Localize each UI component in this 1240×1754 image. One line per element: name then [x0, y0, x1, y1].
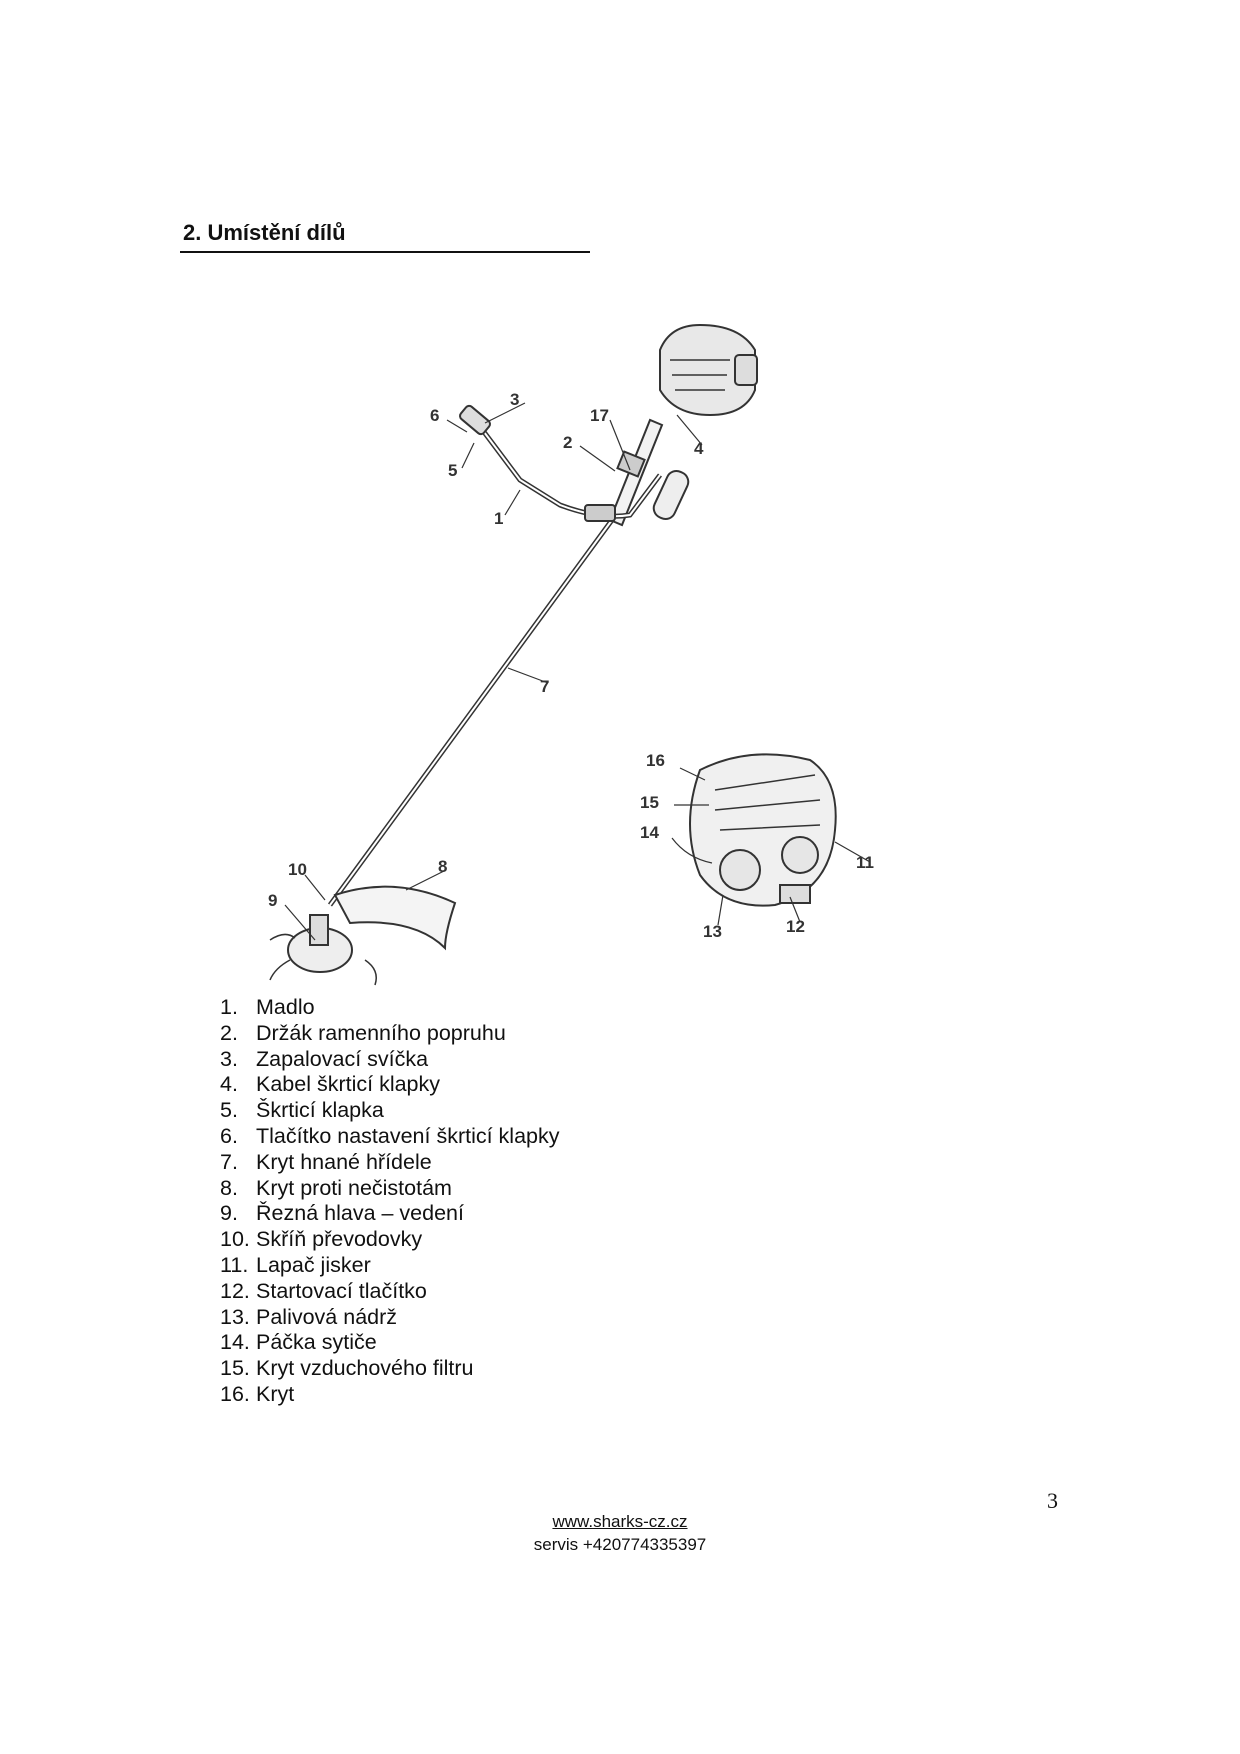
engine-inset	[671, 753, 871, 926]
figure-callouts: 6 3 5 1 17 2 4 7 10 9 8 16 15 14 11 13 1…	[268, 390, 874, 941]
callout-1: 1	[494, 509, 503, 528]
trimmer-illustration	[269, 323, 758, 986]
callout-3: 3	[510, 390, 519, 409]
engine-drawing	[659, 323, 758, 417]
parts-list: 1.Madlo 2.Držák ramenního popruhu 3.Zapa…	[220, 995, 560, 1408]
callout-13: 13	[703, 922, 722, 941]
footer-service-phone: servis +420774335397	[533, 1535, 707, 1554]
list-item: 5.Škrticí klapka	[220, 1098, 384, 1123]
callout-6: 6	[430, 406, 439, 425]
list-item: 9.Řezná hlava – vedení	[220, 1201, 464, 1226]
callout-8: 8	[438, 857, 447, 876]
list-item: 1.Madlo	[220, 995, 315, 1019]
list-item: 2.Držák ramenního popruhu	[220, 1020, 506, 1045]
list-item: 6.Tlačítko nastavení škrticí klapky	[220, 1123, 560, 1148]
list-item: 13.Palivová nádrž	[220, 1304, 398, 1329]
callout-11: 11	[856, 853, 874, 872]
trimmer-parts-diagram: 6 3 5 1 17 2 4 7 10 9 8 16 15 14 11 13 1…	[268, 323, 874, 986]
list-item: 11.Lapač jisker	[220, 1252, 371, 1277]
callout-17: 17	[590, 406, 609, 425]
list-item: 7.Kryt hnané hřídele	[220, 1149, 432, 1174]
callout-2: 2	[563, 433, 572, 452]
list-item: 12.Startovací tlačítko	[220, 1278, 427, 1303]
callout-7: 7	[540, 677, 549, 696]
callout-9: 9	[268, 891, 277, 910]
list-item: 4.Kabel škrticí klapky	[220, 1072, 441, 1097]
list-item: 14.Páčka sytiče	[220, 1330, 377, 1355]
list-item: 16.Kryt	[220, 1381, 295, 1406]
callout-5: 5	[448, 461, 457, 480]
callout-14: 14	[640, 823, 659, 842]
footer-website-link[interactable]: www.sharks-cz.cz	[552, 1512, 688, 1531]
callout-15: 15	[640, 793, 659, 812]
callout-10: 10	[288, 860, 307, 879]
list-item: 3.Zapalovací svíčka	[220, 1046, 429, 1071]
list-item: 10.Skříň převodovky	[220, 1227, 423, 1252]
page-number: 3	[1047, 1488, 1058, 1513]
section-heading: 2. Umístění dílů	[183, 220, 346, 245]
callout-4: 4	[694, 439, 704, 458]
list-item: 15.Kryt vzduchového filtru	[220, 1356, 474, 1381]
callout-12: 12	[786, 917, 805, 936]
callout-16: 16	[646, 751, 665, 770]
list-item: 8.Kryt proti nečistotám	[220, 1175, 452, 1200]
heading-underline	[180, 251, 590, 253]
